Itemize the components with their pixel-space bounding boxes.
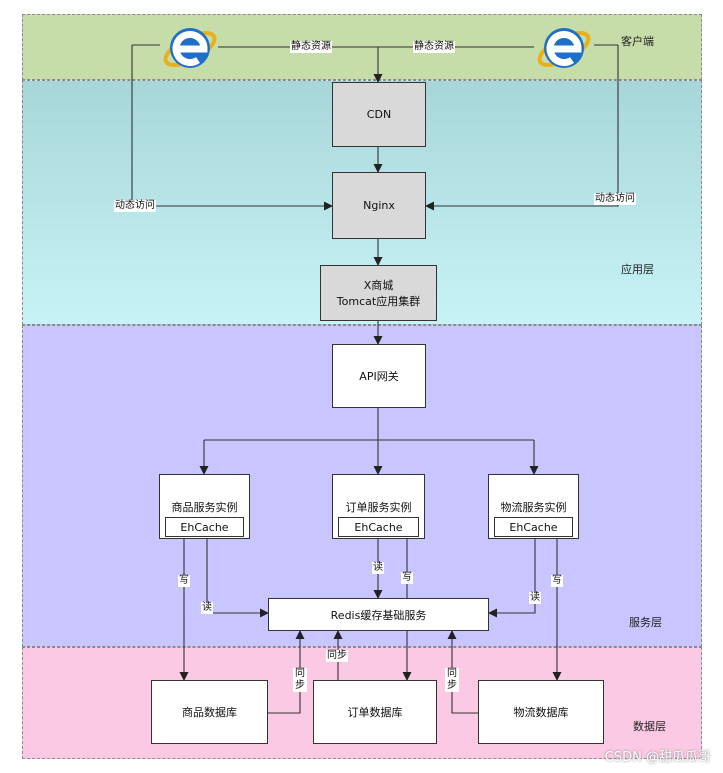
edge-logistics-read-redis [488,539,536,618]
logistics-db-sync-label: 同 步 [445,668,459,692]
goods-ehcache: EhCache [165,517,244,537]
nginx-label: Nginx [363,199,395,212]
edge-logistics-db-sync [447,630,478,714]
order-write-label: 写 [401,572,413,584]
order-db-label: 订单数据库 [347,706,403,719]
edge-goods-read-redis [206,539,269,618]
logistics-read-label: 读 [529,592,541,604]
edge-gateway-bus [204,408,534,441]
ie-browser-icon [537,28,591,68]
logistics-service-label: 物流服务实例 [500,501,567,514]
order-service-node: 订单服务实例 EhCache [332,474,425,539]
nginx-node: Nginx [332,172,426,239]
logistics-ehcache-label: EhCache [509,520,558,534]
order-ehcache: EhCache [338,517,419,537]
goods-read-label: 读 [201,602,213,614]
dynamic-label-left: 动态访问 [114,200,156,212]
order-ehcache-label: EhCache [354,520,403,534]
dynamic-label-right: 动态访问 [594,193,636,205]
edge-dynamic-right [426,44,619,206]
redis-label: Redis缓存基础服务 [330,608,427,622]
logistics-db-sync-char-1: 同 [447,668,457,679]
order-read-label: 读 [372,562,384,574]
redis-node: Redis缓存基础服务 [268,598,489,631]
cdn-label: CDN [366,108,392,121]
goods-write-label: 写 [178,575,190,587]
goods-db-sync-label: 同 步 [293,668,307,692]
logistics-write-label: 写 [551,575,563,587]
goods-service-node: 商品服务实例 EhCache [159,474,250,539]
logistics-db-label: 物流数据库 [513,706,569,719]
tomcat-cluster-node: X商城 Tomcat应用集群 [320,265,437,321]
goods-db-node: 商品数据库 [151,680,268,744]
watermark: CSDN @甜瓜瓜哥 [604,750,711,765]
ie-browser-icon [163,28,217,68]
edge-goods-db-sync [268,630,305,714]
api-gateway-label: API网关 [359,370,399,383]
order-db-node: 订单数据库 [313,680,437,744]
goods-db-sync-char-1: 同 [295,668,305,679]
logistics-service-node: 物流服务实例 EhCache [488,474,579,539]
goods-db-label: 商品数据库 [182,706,237,719]
static-label-left: 静态资源 [290,41,332,53]
tomcat-label-line1: X商城 [363,279,394,292]
logistics-db-node: 物流数据库 [478,680,604,744]
static-label-right: 静态资源 [413,41,455,53]
service-layer-label: 服务层 [629,616,662,629]
goods-service-label: 商品服务实例 [171,501,238,514]
goods-ehcache-label: EhCache [180,520,229,534]
data-layer-label: 数据层 [633,720,666,733]
order-service-label: 订单服务实例 [345,501,412,514]
client-layer-label: 客户端 [621,35,654,48]
application-layer-label: 应用层 [621,263,654,276]
cdn-node: CDN [332,82,426,147]
logistics-db-sync-char-2: 步 [447,680,457,691]
order-db-sync-label: 同步 [326,650,348,662]
goods-db-sync-char-2: 步 [295,680,305,691]
tomcat-label-line2: Tomcat应用集群 [336,295,421,308]
logistics-ehcache: EhCache [494,517,573,537]
api-gateway-node: API网关 [332,344,426,408]
